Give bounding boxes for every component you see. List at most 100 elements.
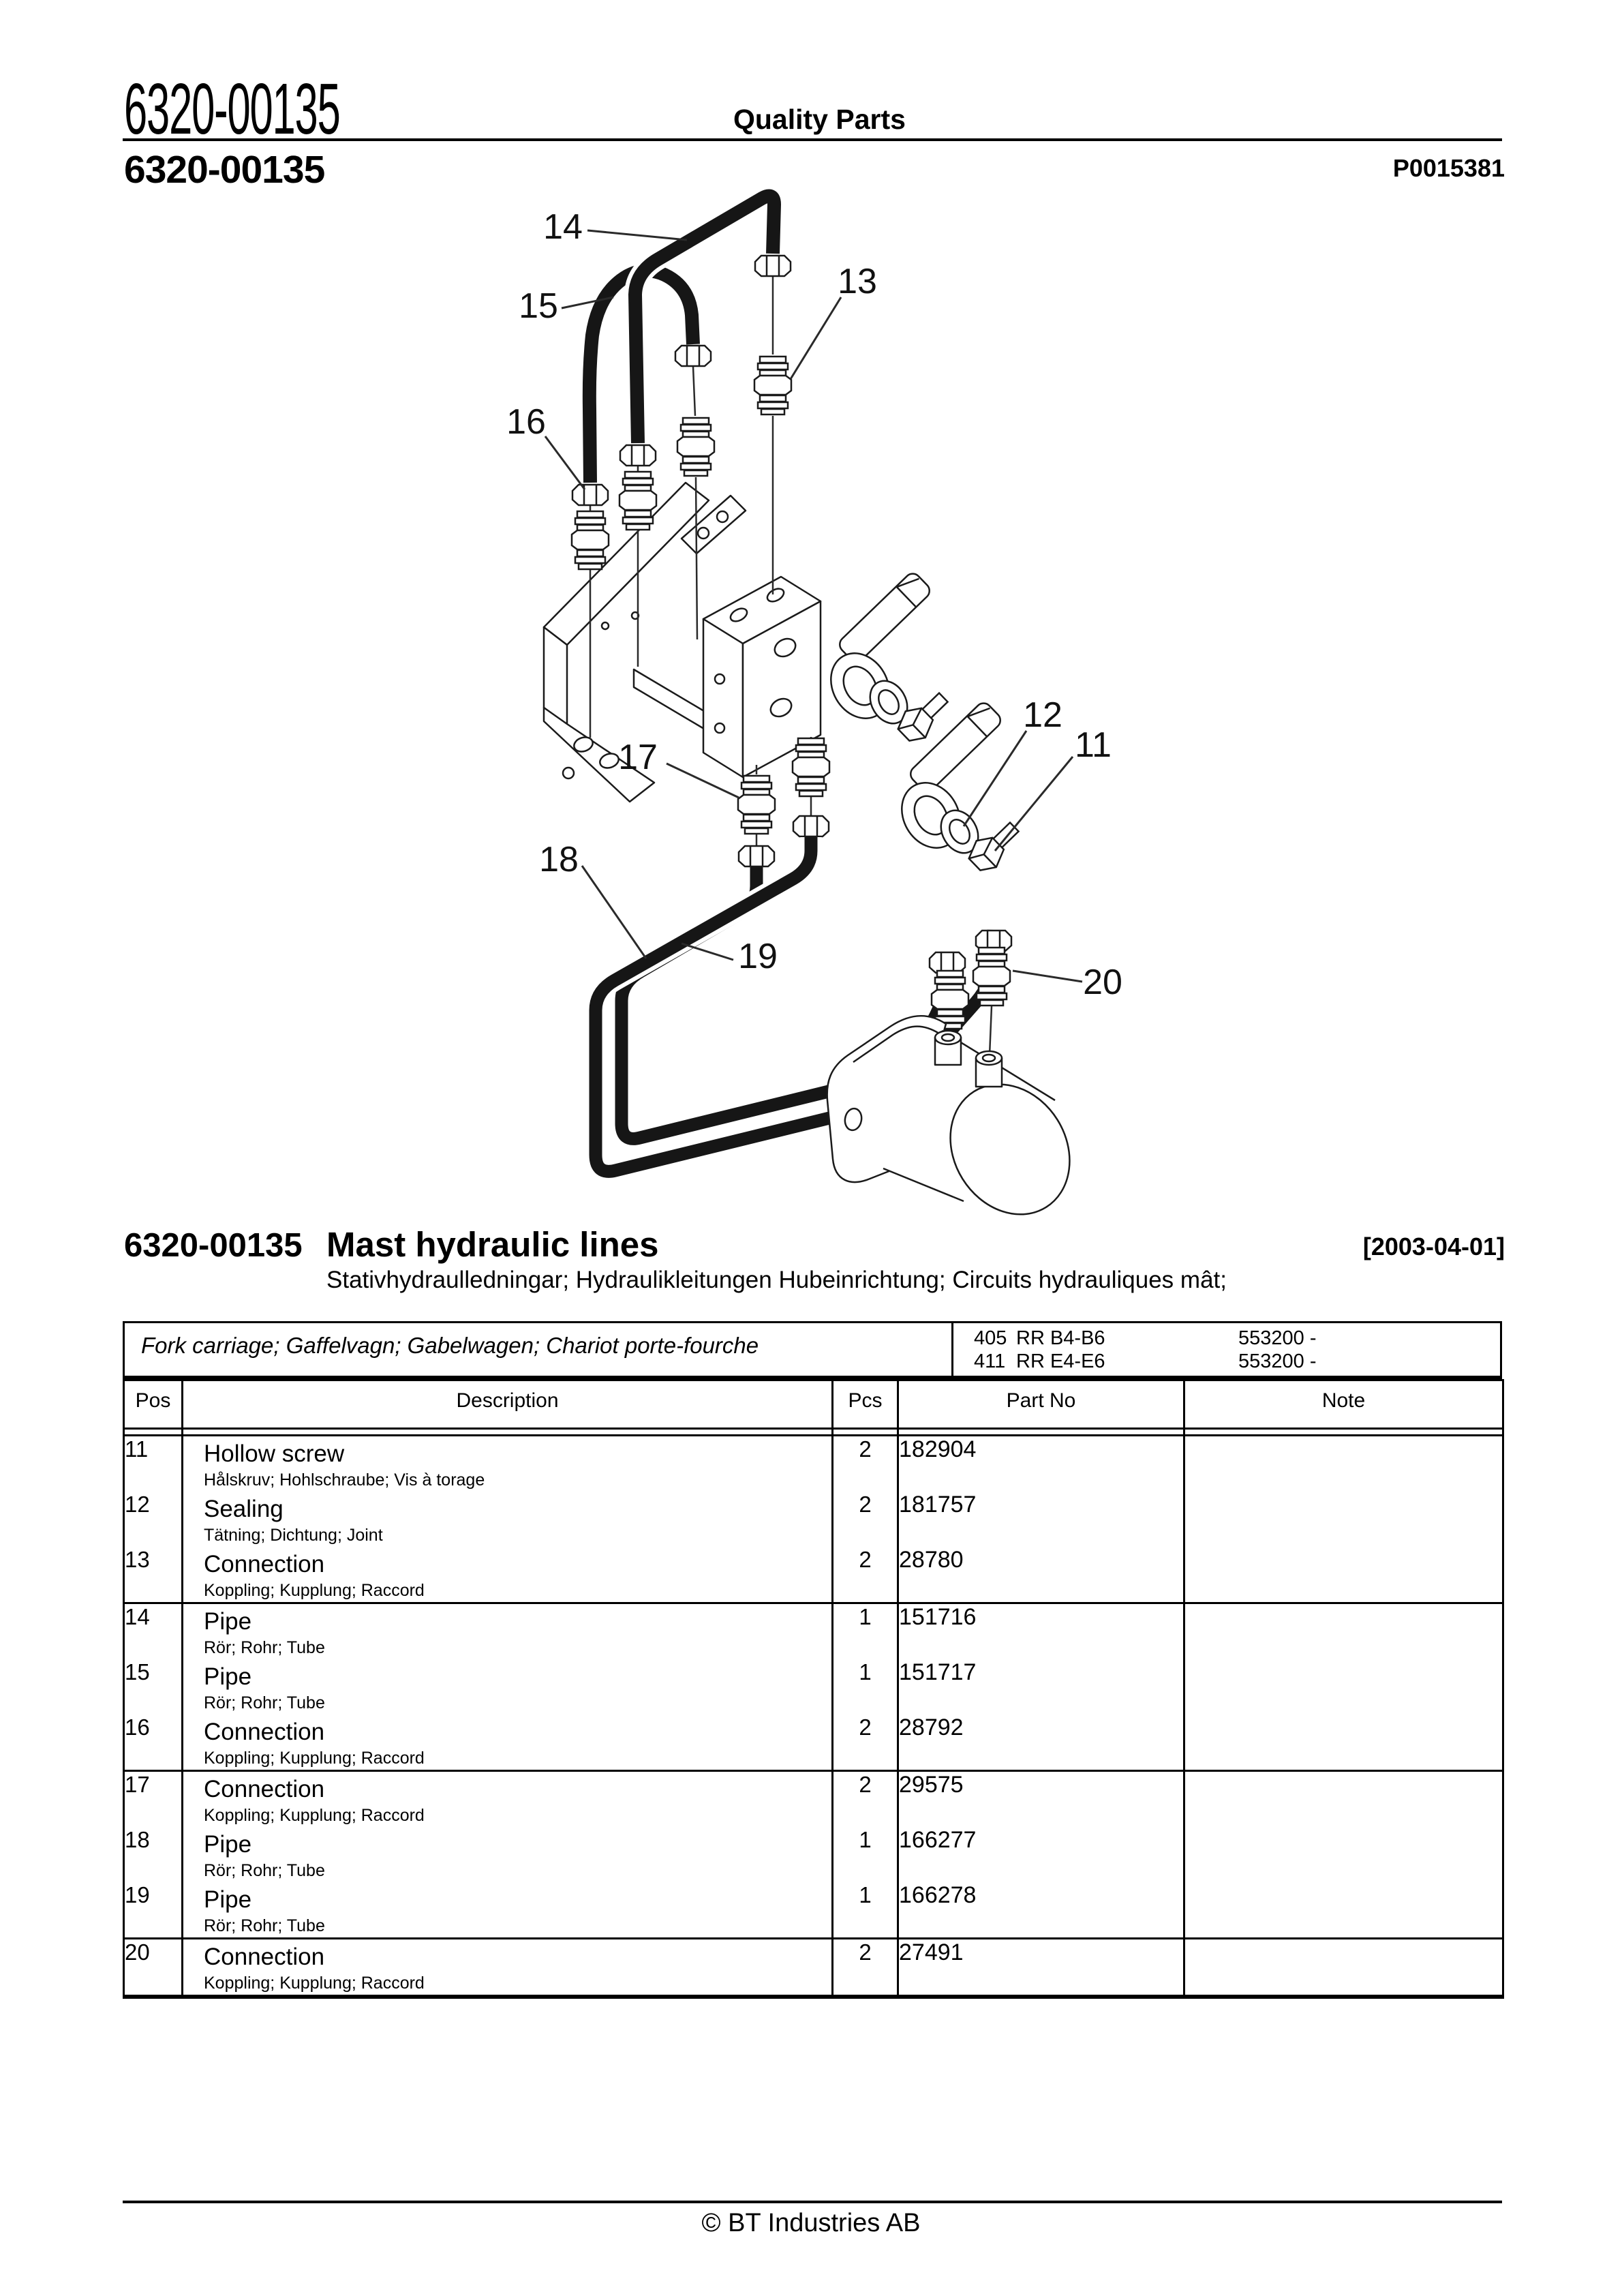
cell-note [1183, 1492, 1503, 1547]
variants-band: Fork carriage; Gaffelvagn; Gabelwagen; C… [123, 1321, 1502, 1379]
variant-series: RR B4-B6 [1016, 1327, 1105, 1349]
figure-ref: P0015381 [1392, 154, 1505, 182]
variants-scope: Fork carriage; Gaffelvagn; Gabelwagen; C… [141, 1333, 759, 1358]
fitting-connection-13b [676, 417, 716, 477]
cylinder-cap [826, 1014, 1071, 1215]
cell-part-no: 166277 [897, 1827, 1184, 1882]
variant-series: RR E4-E6 [1016, 1350, 1105, 1372]
variant-serial: 553200 - [1238, 1327, 1317, 1349]
cell-pos: 15 [125, 1659, 150, 1685]
section-number: 6320-00135 [124, 1227, 303, 1264]
description-main: Connection [204, 1776, 325, 1802]
section-date: [2003-04-01] [1362, 1233, 1505, 1260]
mounting-bracket [542, 481, 747, 803]
pipe-15 [582, 264, 700, 483]
description-main: Hollow screw [204, 1440, 345, 1467]
fitting-nut-19-top [737, 845, 776, 868]
cell-note [1183, 1715, 1503, 1771]
description-translations: Koppling; Kupplung; Raccord [204, 1974, 425, 1993]
cell-part-no: 166278 [897, 1882, 1184, 1939]
center-lines [589, 277, 993, 1056]
callout-12: 12 [1023, 695, 1062, 735]
callout-19: 19 [738, 937, 778, 976]
description-translations: Koppling; Kupplung; Raccord [204, 1749, 425, 1768]
fitting-connection-20b [972, 946, 1011, 1007]
variant-serial: 553200 - [1238, 1350, 1317, 1372]
cell-note [1183, 1659, 1503, 1715]
cell-note [1183, 1770, 1503, 1827]
cell-pos: 11 [125, 1436, 149, 1462]
callout-15: 15 [519, 286, 558, 326]
section-title: Mast hydraulic lines [326, 1225, 659, 1264]
fitting-connection-16b [570, 483, 610, 571]
description-translations: Rör; Rohr; Tube [204, 1916, 325, 1935]
callout-14: 14 [543, 207, 583, 247]
section-subtitle: Stativhydraulledningar; Hydraulikleitung… [326, 1267, 1227, 1293]
cell-note [1183, 1602, 1503, 1659]
description-main: Pipe [204, 1608, 252, 1635]
table-header-row: Pos Description Pcs Part No Note [123, 1380, 1503, 1430]
cell-pcs: 2 [831, 1715, 898, 1771]
cell-part-no: 151716 [897, 1602, 1184, 1659]
fitting-nut-15-end [674, 344, 712, 367]
fitting-nut-13-top [754, 254, 792, 277]
footer-copyright: © BT Industries AB [701, 2209, 921, 2237]
variants-divider [951, 1323, 953, 1376]
description-main: Pipe [204, 1663, 252, 1690]
description-translations: Koppling; Kupplung; Raccord [204, 1806, 425, 1825]
variant-model: 405 [974, 1327, 1007, 1349]
column-header-note: Note [1183, 1380, 1503, 1430]
column-header-part-no: Part No [897, 1380, 1184, 1430]
cell-pcs: 1 [831, 1882, 898, 1939]
fitting-connection-17b [737, 774, 776, 835]
description-translations: Rör; Rohr; Tube [204, 1693, 325, 1712]
pipe-19 [615, 867, 954, 1145]
description-main: Connection [204, 1719, 325, 1745]
cell-pcs: 1 [831, 1659, 898, 1715]
cell-pcs: 2 [831, 1937, 898, 1997]
callout-16: 16 [506, 402, 546, 442]
description-translations: Hålskruv; Hohlschraube; Vis à torage [204, 1470, 485, 1490]
banjo-bolt-upper [818, 569, 956, 749]
header-quality-parts: Quality Parts [733, 104, 906, 135]
cell-part-no: 181757 [897, 1492, 1184, 1547]
fitting-connection-13 [753, 355, 793, 416]
callout-leaders [544, 229, 1083, 983]
banjo-bolt-lower [889, 699, 1027, 878]
cell-pos: 20 [123, 1937, 183, 1997]
cell-pos: 17 [123, 1770, 183, 1827]
cell-pcs: 1 [831, 1827, 898, 1882]
callout-20: 20 [1083, 963, 1122, 1002]
description-translations: Tätning; Dichtung; Joint [204, 1526, 383, 1545]
variant-model: 411 [974, 1350, 1006, 1372]
cell-part-no: 151717 [897, 1659, 1184, 1715]
cell-pcs: 2 [831, 1770, 898, 1827]
description-main: Connection [204, 1944, 325, 1970]
description-translations: Rör; Rohr; Tube [204, 1861, 325, 1880]
cell-pcs: 1 [831, 1602, 898, 1659]
footer-rule [123, 2201, 1502, 2203]
fitting-connection-20a [930, 969, 970, 1030]
pipe-18 [585, 837, 1005, 1182]
cell-note [1183, 1937, 1503, 1997]
cell-part-no: 29575 [897, 1770, 1184, 1827]
callout-17: 17 [618, 738, 658, 777]
